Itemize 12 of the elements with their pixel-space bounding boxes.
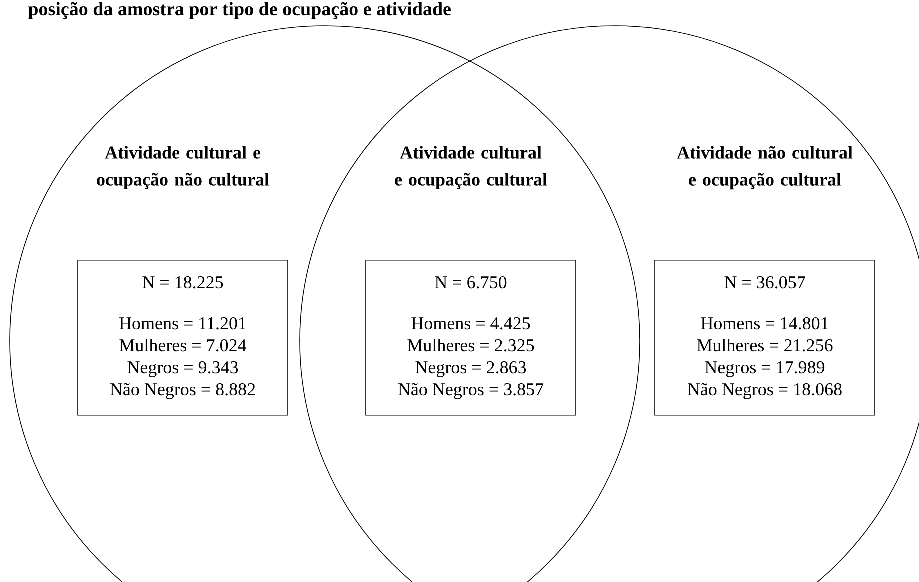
group-heading: Atividade não cultural e ocupação cultural [677,146,853,190]
count-box: N = 18.225 Homens = 11.201 Mulheres = 7.024 Negros = 9.343 Não Negros = 8.882 [78,260,288,416]
node-label: N = 6.750 [435,276,507,289]
count-box: N = 36.057 Homens = 14.801 Mulheres = 21.256 Negros = 17.989 Não Negros = 18.068 [654,260,876,416]
title: posição da amostra por tipo de ocupação e atividade [28,2,451,20]
group-heading: Atividade cultural e ocupação não cultural [97,146,270,190]
count-box: N = 6.750 Homens = 4.425 Mulheres = 2.325 Negros = 2.863 Não Negros = 3.857 [366,260,576,416]
node-label: Homens = 4.425 [412,318,530,330]
node-label: Negros = 2.863 [416,361,526,378]
group-heading: Atividade cultural e ocupação cultural [395,146,548,190]
node-label: Não Negros = 3.857 [398,383,544,400]
node-label: Mulheres = 2.325 [408,338,534,352]
